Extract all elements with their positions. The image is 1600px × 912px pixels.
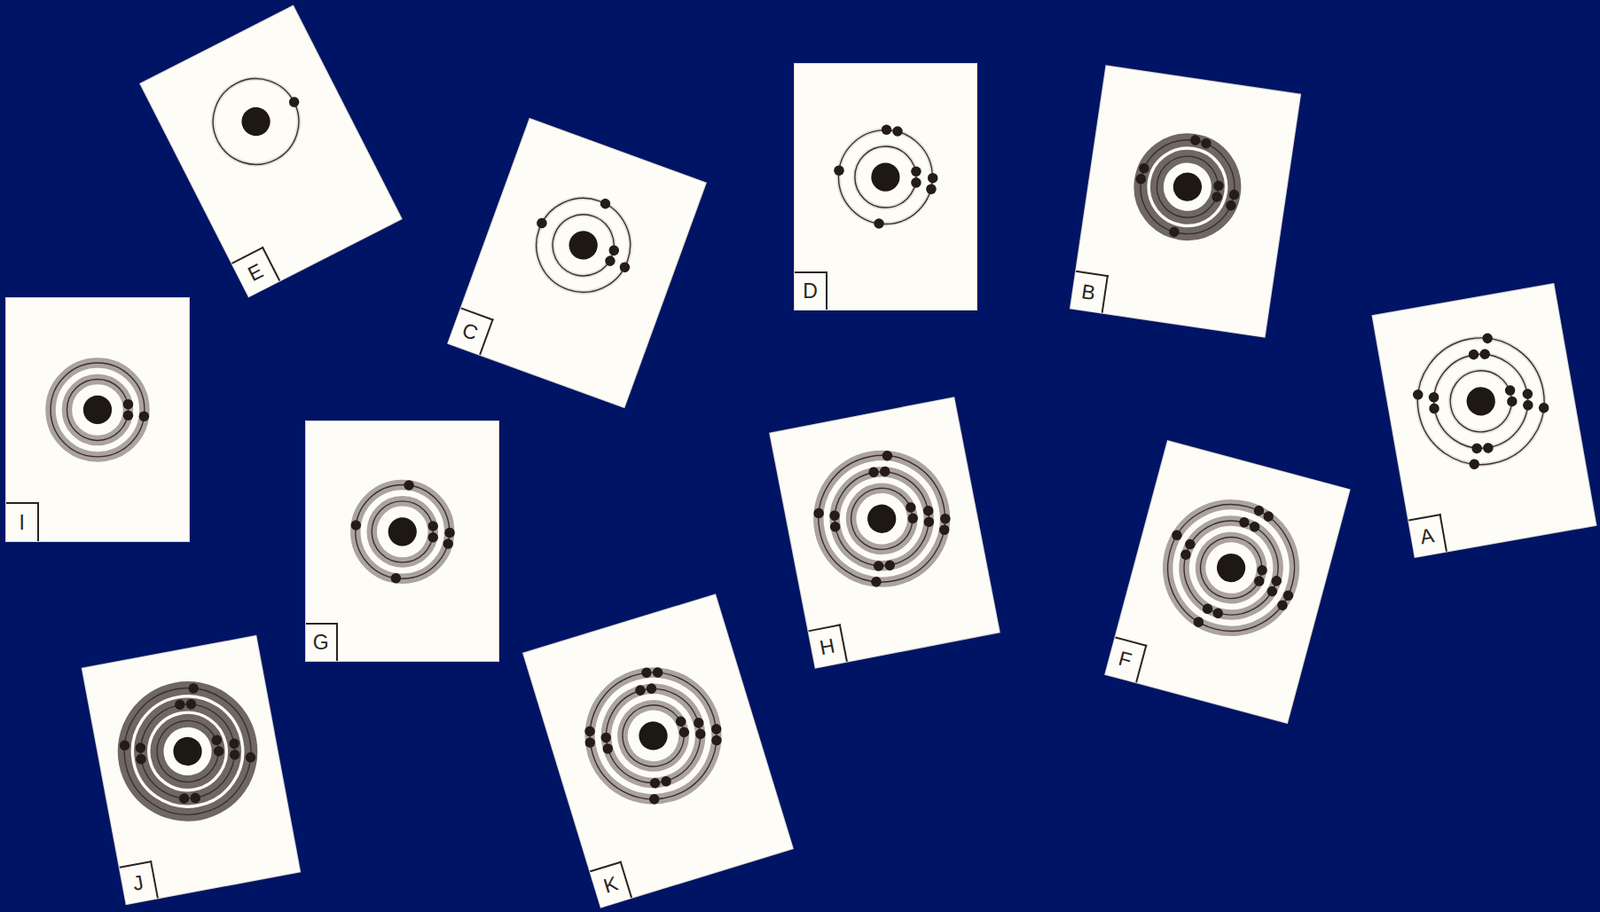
card-letter: A — [1419, 525, 1436, 548]
letter-box: A — [1408, 513, 1447, 557]
card-letter: D — [802, 281, 818, 302]
letter-box: I — [6, 501, 40, 541]
letter-box: H — [808, 623, 848, 668]
card-letter: E — [245, 259, 267, 284]
bohr-model — [524, 595, 793, 908]
atom-card: K — [524, 595, 793, 908]
card-letter: C — [459, 320, 480, 345]
atom-card: C — [447, 118, 706, 408]
atom-card: B — [1070, 65, 1301, 337]
atom-card: I — [6, 298, 189, 542]
card-letter: B — [1080, 281, 1098, 304]
letter-box: J — [118, 860, 158, 904]
bohr-model — [769, 397, 999, 667]
letter-box: K — [589, 860, 633, 907]
bohr-model — [447, 118, 706, 408]
letter-box: E — [231, 245, 281, 297]
letter-box: C — [447, 307, 495, 356]
bohr-model — [1372, 283, 1597, 557]
bohr-model — [1105, 440, 1350, 722]
card-letter: F — [1116, 648, 1135, 672]
atom-card: E — [141, 5, 402, 297]
card-letter: G — [313, 632, 330, 653]
letter-box: D — [794, 271, 828, 310]
atom-card: D — [794, 63, 977, 310]
atom-card: A — [1372, 283, 1597, 557]
letter-box: B — [1070, 269, 1108, 313]
atom-card: J — [81, 635, 299, 904]
card-letter: H — [818, 635, 838, 659]
card-letter: I — [19, 512, 25, 534]
bohr-model — [81, 635, 299, 904]
letter-box: G — [305, 622, 339, 661]
bohr-model — [141, 5, 402, 297]
atom-card: F — [1105, 440, 1350, 722]
card-letter: J — [131, 872, 146, 895]
atom-card: G — [305, 421, 499, 661]
atom-card: H — [769, 397, 999, 667]
bohr-model — [1070, 65, 1301, 337]
letter-box: F — [1105, 636, 1147, 683]
card-letter: K — [601, 873, 620, 897]
